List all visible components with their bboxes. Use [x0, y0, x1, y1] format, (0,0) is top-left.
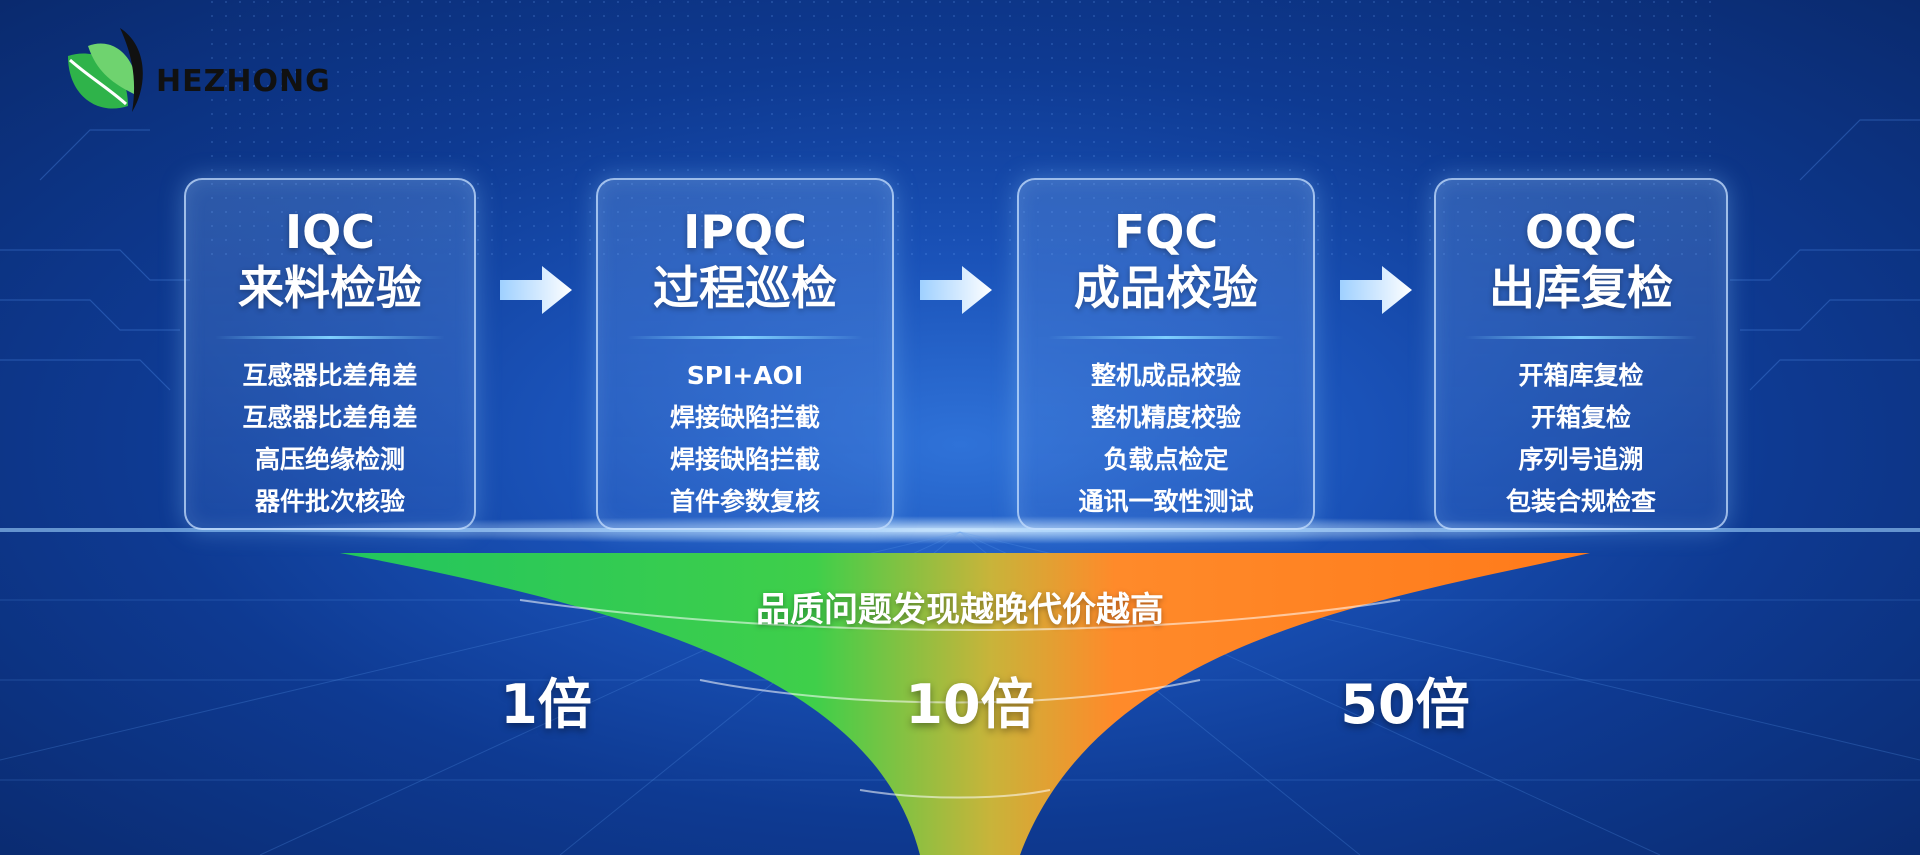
stage-divider	[1465, 336, 1697, 339]
stage-code: OQC	[1525, 205, 1637, 259]
stage-item: 序列号追溯	[1518, 445, 1644, 474]
stage-item: 焊接缺陷拦截	[669, 403, 820, 432]
stage-name: 出库复检	[1489, 261, 1673, 315]
stage-item: 包装合规检查	[1505, 487, 1656, 516]
brand-logo: HEZHONG	[58, 26, 358, 122]
multiplier-label: 10倍	[905, 673, 1035, 736]
stage-divider	[1048, 336, 1284, 339]
stage-code: IQC	[285, 205, 375, 259]
stage-item: 互感器比差角差	[242, 361, 418, 390]
stage-item: 通讯一致性测试	[1078, 487, 1254, 516]
cost-funnel	[340, 553, 1590, 855]
stage-divider	[214, 336, 446, 339]
stage-item: 互感器比差角差	[242, 403, 418, 432]
stage-item: 负载点检定	[1103, 445, 1229, 474]
funnel-title: 品质问题发现越晚代价越高	[756, 590, 1164, 630]
stage-card-iqc: IQC 来料检验 互感器比差角差 互感器比差角差 高压绝缘检测 器件批次核验	[184, 178, 476, 530]
stage-item: 首件参数复核	[669, 487, 820, 516]
arrow-right-icon	[500, 266, 572, 314]
arrow-right-icon	[920, 266, 992, 314]
multiplier-label: 1倍	[500, 673, 592, 736]
brand-name: HEZHONG	[156, 63, 331, 99]
stage-item-list: SPI+AOI 焊接缺陷拦截 焊接缺陷拦截 首件参数复核	[598, 355, 892, 523]
arrow-right-icon	[1340, 266, 1412, 314]
stage-divider	[627, 336, 863, 339]
stage-item: 整机精度校验	[1090, 403, 1241, 432]
stage-code: FQC	[1113, 205, 1219, 259]
multiplier-label: 50倍	[1340, 673, 1470, 736]
stage-item: 开箱复检	[1530, 403, 1631, 432]
stage-item-list: 互感器比差角差 互感器比差角差 高压绝缘检测 器件批次核验	[186, 355, 474, 523]
stage-item: 高压绝缘检测	[254, 445, 405, 474]
stage-name: 成品校验	[1074, 261, 1258, 315]
stage-item: SPI+AOI	[686, 361, 804, 390]
stage-item: 开箱库复检	[1518, 361, 1644, 390]
stage-name: 来料检验	[238, 261, 422, 315]
stage-card-fqc: FQC 成品校验 整机成品校验 整机精度校验 负载点检定 通讯一致性测试	[1017, 178, 1315, 530]
stage-item: 焊接缺陷拦截	[669, 445, 820, 474]
stage-item-list: 开箱库复检 开箱复检 序列号追溯 包装合规检查	[1436, 355, 1726, 523]
stage-card-oqc: OQC 出库复检 开箱库复检 开箱复检 序列号追溯 包装合规检查	[1434, 178, 1728, 530]
leaf-logo-icon	[68, 28, 143, 112]
stage-name: 过程巡检	[653, 261, 837, 315]
stage-item: 整机成品校验	[1090, 361, 1241, 390]
stage-item-list: 整机成品校验 整机精度校验 负载点检定 通讯一致性测试	[1019, 355, 1313, 523]
stage-code: IPQC	[683, 205, 807, 259]
stage-item: 器件批次核验	[254, 487, 405, 516]
stage-card-ipqc: IPQC 过程巡检 SPI+AOI 焊接缺陷拦截 焊接缺陷拦截 首件参数复核	[596, 178, 894, 530]
